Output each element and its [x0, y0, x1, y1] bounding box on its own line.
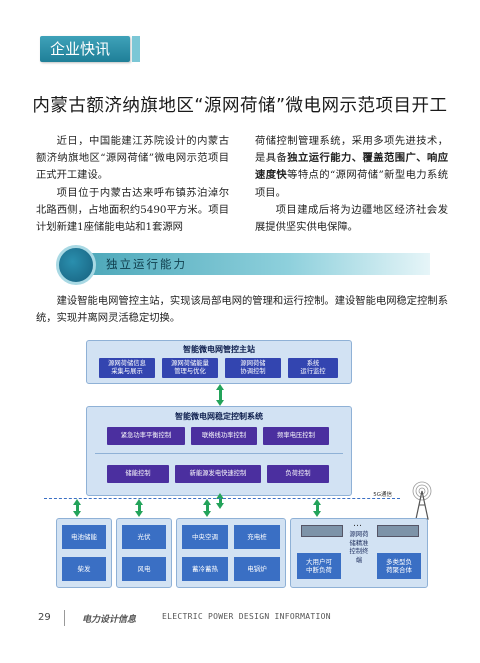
cell-thermal-storage: 蓄冷蓄热 — [182, 557, 228, 581]
cell-diesel: 柴发 — [62, 557, 106, 581]
station-item-coordinate: 源网荷储 协调控制 — [225, 358, 281, 378]
paragraph-control: 建设智能电网管控主站，实现该局部电网的管理和运行控制。建设智能电网稳定控制系统，… — [36, 295, 448, 325]
panel-aggregate: 大用户可 中断负荷 源网荷 储精准 控制终 端 … 多类型负 荷聚合体 — [290, 518, 428, 588]
station-item-energy: 源网荷储能量 管理与优化 — [162, 358, 218, 378]
paragraph-features: 荷储控制管理系统，采用多项先进技术，是具备独立运行能力、覆盖范围广、响应速度快等… — [255, 135, 449, 199]
comm-line — [44, 498, 400, 499]
comm-label: 5G通信 — [373, 492, 392, 498]
journal-name-cn: 电力设计信息 — [82, 615, 137, 625]
cell-pv: 光伏 — [122, 525, 166, 549]
paragraph-location: 项目位于内蒙古达来呼布镇苏泊淖尔北路西侧，占地面积约5490平方米。项目计划新建… — [36, 186, 229, 234]
arrow-panel-renewable — [135, 499, 143, 517]
signal-tower-icon — [412, 481, 432, 520]
panel-renewable: 光伏 风电 — [116, 518, 172, 588]
control-renewable: 新能源发电快速控制 — [175, 465, 261, 483]
subsection-banner: 独立运行能力 — [56, 245, 430, 285]
highlight-features: 独立运行能力、覆盖范围广、响应速度快 — [255, 152, 449, 182]
journal-name-en: ELECTRIC POWER DESIGN INFORMATION — [162, 612, 331, 621]
arrow-panel-loads — [203, 499, 211, 517]
arrow-station-control — [216, 384, 224, 406]
cell-load-aggregate: 多类型负 荷聚合体 — [377, 553, 421, 579]
control-frequency-voltage: 频率电压控制 — [263, 427, 329, 445]
system-diagram: 智能微电网管控主站 源网荷储信息 采集与展示 源网荷储能量 管理与优化 源网荷储… — [36, 336, 446, 588]
station-item-monitor: 系统 运行监控 — [288, 358, 338, 378]
control-load: 负荷控制 — [267, 465, 329, 483]
terminal-label: 源网荷 储精准 控制终 端 — [349, 531, 369, 564]
cell-interruptible-load: 大用户可 中断负荷 — [297, 553, 341, 579]
station-item-collect: 源网荷储信息 采集与展示 — [99, 358, 155, 378]
cell-central-ac: 中央空调 — [182, 525, 228, 549]
master-station-title: 智能微电网管控主站 — [183, 345, 255, 354]
article-body: 近日，中国能建江苏院设计的内蒙古额济纳旗地区“源网荷储”微电网示范项目正式开工建… — [36, 133, 448, 236]
footer-divider — [64, 610, 65, 626]
section-tag: 企业快讯 — [40, 36, 140, 62]
page-number: 29 — [38, 612, 51, 623]
device-icon-left — [301, 525, 343, 537]
control-tie-line: 联络线功率控制 — [191, 427, 257, 445]
panel-storage: 电池储能 柴发 — [56, 518, 112, 588]
ellipsis: … — [353, 519, 362, 529]
stability-control-box: 智能微电网稳定控制系统 紧急功率平衡控制 联络线功率控制 频率电压控制 储能控制… — [86, 406, 352, 496]
paragraph-intro: 近日，中国能建江苏院设计的内蒙古额济纳旗地区“源网荷储”微电网示范项目正式开工建… — [36, 135, 229, 182]
column-left: 近日，中国能建江苏院设计的内蒙古额济纳旗地区“源网荷储”微电网示范项目正式开工建… — [36, 133, 229, 236]
control-emergency-balance: 紧急功率平衡控制 — [107, 427, 185, 445]
banner-bar — [76, 253, 430, 275]
cell-battery-storage: 电池储能 — [62, 525, 106, 549]
arrow-panel-storage — [73, 499, 81, 517]
cell-wind: 风电 — [122, 557, 166, 581]
device-icon-right — [377, 525, 419, 537]
page-footer: 29 电力设计信息 ELECTRIC POWER DESIGN INFORMAT… — [38, 610, 458, 628]
arrow-control-comm — [216, 493, 224, 509]
control-inner-divider — [95, 453, 343, 454]
article-headline: 内蒙古额济纳旗地区“源网荷储”微电网示范项目开工 — [32, 96, 448, 116]
section-tag-label: 企业快讯 — [50, 40, 111, 58]
cell-electric-boiler: 电锅炉 — [234, 557, 280, 581]
panel-loads: 中央空调 充电桩 蓄冷蓄热 电锅炉 — [176, 518, 286, 588]
master-station-box: 智能微电网管控主站 源网荷储信息 采集与展示 源网荷储能量 管理与优化 源网荷储… — [86, 340, 352, 384]
cell-charging-pile: 充电桩 — [234, 525, 280, 549]
banner-circle-icon — [56, 245, 96, 285]
banner-label: 独立运行能力 — [106, 257, 187, 271]
arrow-panel-aggregate — [313, 499, 321, 517]
paragraph-outlook: 项目建成后将为边疆地区经济社会发展提供坚实供电保障。 — [255, 203, 448, 234]
control-storage: 储能控制 — [107, 465, 169, 483]
column-right: 荷储控制管理系统，采用多项先进技术，是具备独立运行能力、覆盖范围广、响应速度快等… — [255, 133, 448, 236]
section-tag-stripe — [132, 36, 140, 62]
stability-control-title: 智能微电网稳定控制系统 — [175, 412, 263, 421]
